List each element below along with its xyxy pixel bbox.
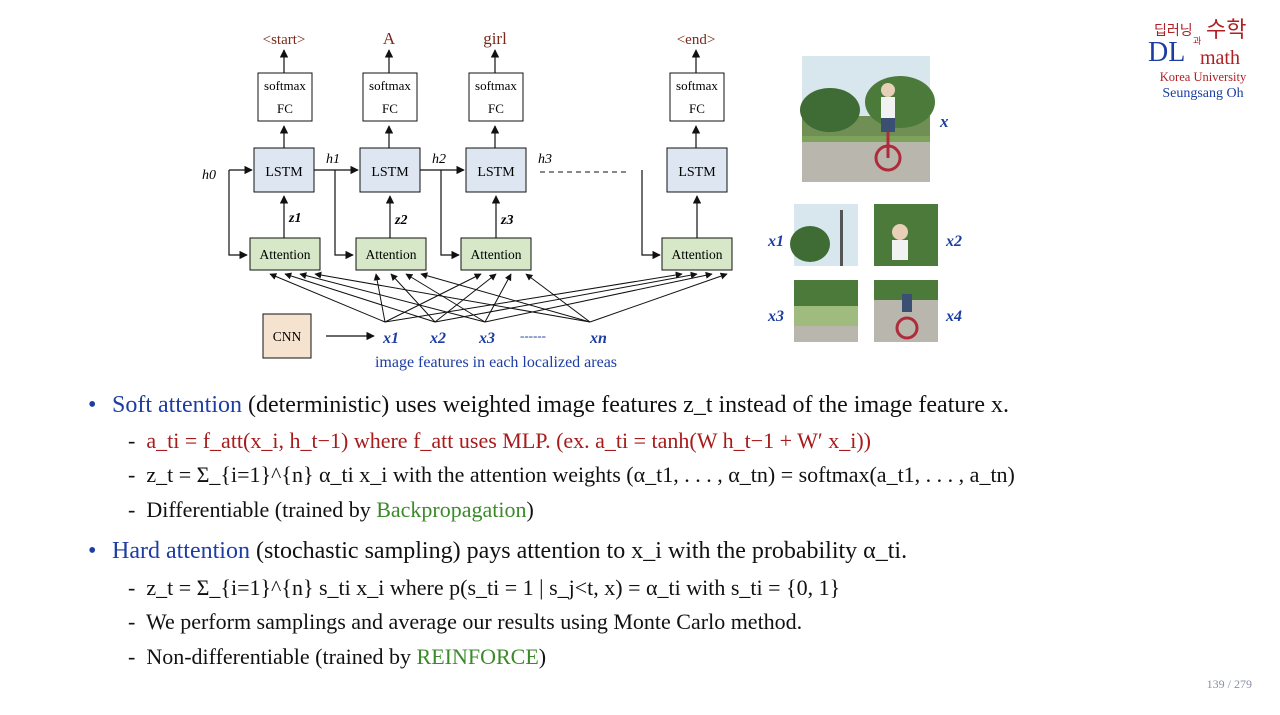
output-label-2: A xyxy=(383,29,396,48)
cnn-label: CNN xyxy=(273,329,302,344)
soft-attention-description: (deterministic) uses weighted image feat… xyxy=(247,392,1010,418)
lstm-box-4: LSTM xyxy=(666,147,728,193)
reinforce-term: REINFORCE xyxy=(416,644,539,669)
hard-line-2-text: We perform samplings and average our res… xyxy=(145,609,803,634)
hidden-label-3: h3 xyxy=(538,152,552,167)
logo-korean-1: 딥러닝 xyxy=(1154,23,1193,39)
hidden-label-0: h0 xyxy=(202,168,216,183)
soft-attention-title: Soft attention xyxy=(112,392,242,418)
hard-line-3-text: Non-differentiable (trained by xyxy=(146,644,412,669)
hard-line-2: - We perform samplings and average our r… xyxy=(128,609,803,634)
fc-label: FC xyxy=(689,101,705,116)
lstm-label: LSTM xyxy=(477,165,515,180)
feature-label-2: x2 xyxy=(429,330,446,347)
patch-label-3: x3 xyxy=(767,308,784,325)
image-panel: x x1 x2 x3 x4 xyxy=(767,56,962,342)
soft-line-1: - a_ti = f_att(x_i, h_t−1) where f_att u… xyxy=(128,428,871,453)
z-label-1: z1 xyxy=(288,211,301,226)
logo-math: math xyxy=(1200,47,1240,69)
attention-label: Attention xyxy=(471,247,522,262)
attention-label: Attention xyxy=(366,247,417,262)
hard-line-1: - z_t = Σ_{i=1}^{n} s_ti x_i where p(s_t… xyxy=(128,575,841,600)
softmax-label: softmax xyxy=(264,78,306,93)
cnn-box: CNN xyxy=(262,313,312,359)
softmax-label: softmax xyxy=(475,78,517,93)
feature-label-1: x1 xyxy=(382,330,399,347)
soft-line-1-text: a_ti = f_att(x_i, h_t−1) where f_att use… xyxy=(146,428,871,453)
output-label-4: <end> xyxy=(677,32,716,48)
hard-attention-title: Hard attention xyxy=(112,538,250,564)
attention-label: Attention xyxy=(260,247,311,262)
z-label-2: z2 xyxy=(394,213,407,228)
softmax-fc-box-1: softmax FC xyxy=(257,72,313,122)
fc-label: FC xyxy=(277,101,293,116)
softmax-label: softmax xyxy=(369,78,411,93)
logo-author: Seungsang Oh xyxy=(1162,86,1244,101)
feature-arrows xyxy=(269,271,728,323)
soft-attention-bullet: •Soft attention (deterministic) uses wei… xyxy=(88,392,1010,418)
logo-korean-2: 과 xyxy=(1193,37,1202,47)
lstm-label: LSTM xyxy=(371,165,409,180)
hidden-label-2: h2 xyxy=(432,152,446,167)
hard-line-3-close: ) xyxy=(538,644,547,669)
backpropagation-term: Backpropagation xyxy=(376,497,527,522)
attention-label: Attention xyxy=(672,247,723,262)
soft-line-3-close: ) xyxy=(526,497,534,522)
hidden-label-1: h1 xyxy=(326,152,340,167)
softmax-fc-box-4: softmax FC xyxy=(669,72,725,122)
features-caption: image features in each localized areas xyxy=(375,354,617,371)
hard-line-1-text: z_t = Σ_{i=1}^{n} s_ti x_i where p(s_ti … xyxy=(146,575,841,600)
soft-line-2: - z_t = Σ_{i=1}^{n} α_ti x_i with the at… xyxy=(128,462,1015,487)
attention-diagram: <start> A girl <end> softmax FC softmax … xyxy=(202,29,733,371)
lstm-label: LSTM xyxy=(265,165,303,180)
lstm-box-1: LSTM xyxy=(253,147,315,193)
attention-box-2: Attention xyxy=(355,237,427,271)
attention-box-1: Attention xyxy=(249,237,321,271)
hard-line-3: - Non-differentiable (trained by REINFOR… xyxy=(128,644,547,669)
patch-image-2 xyxy=(874,204,938,266)
patch-label-2: x2 xyxy=(945,233,962,250)
softmax-fc-box-3: softmax FC xyxy=(468,72,524,122)
softmax-label: softmax xyxy=(676,78,718,93)
attention-box-4: Attention xyxy=(661,237,733,271)
output-label-1: <start> xyxy=(263,32,306,48)
fc-label: FC xyxy=(488,101,504,116)
lstm-box-3: LSTM xyxy=(465,147,527,193)
main-image xyxy=(800,56,935,182)
soft-line-3-text: Differentiable (trained by xyxy=(146,497,371,522)
main-image-label: x xyxy=(939,112,949,131)
lstm-box-2: LSTM xyxy=(359,147,421,193)
patch-image-1 xyxy=(790,204,858,266)
logo-dl: DL xyxy=(1148,37,1186,68)
soft-line-2-text: z_t = Σ_{i=1}^{n} α_ti x_i with the atte… xyxy=(146,462,1015,487)
patch-label-4: x4 xyxy=(945,308,962,325)
hard-attention-bullet: •Hard attention (stochastic sampling) pa… xyxy=(88,538,908,564)
patch-label-1: x1 xyxy=(767,233,784,250)
patch-image-4 xyxy=(874,280,938,342)
soft-line-3: - Differentiable (trained by Backpropaga… xyxy=(128,497,534,522)
attention-box-3: Attention xyxy=(460,237,532,271)
logo-korean-3: 수학 xyxy=(1206,18,1247,43)
output-label-3: girl xyxy=(483,29,507,48)
page-number: 139 / 279 xyxy=(1206,677,1252,691)
logo-university: Korea University xyxy=(1159,70,1247,84)
feature-label-n: xn xyxy=(589,330,607,347)
softmax-fc-box-2: softmax FC xyxy=(362,72,418,122)
z-label-3: z3 xyxy=(500,213,513,228)
fc-label: FC xyxy=(382,101,398,116)
feature-label-3: x3 xyxy=(478,330,495,347)
patch-image-3 xyxy=(794,280,858,342)
hard-attention-description: (stochastic sampling) pays attention to … xyxy=(255,538,908,564)
lstm-label: LSTM xyxy=(678,165,716,180)
feature-dots: ------ xyxy=(520,328,546,343)
